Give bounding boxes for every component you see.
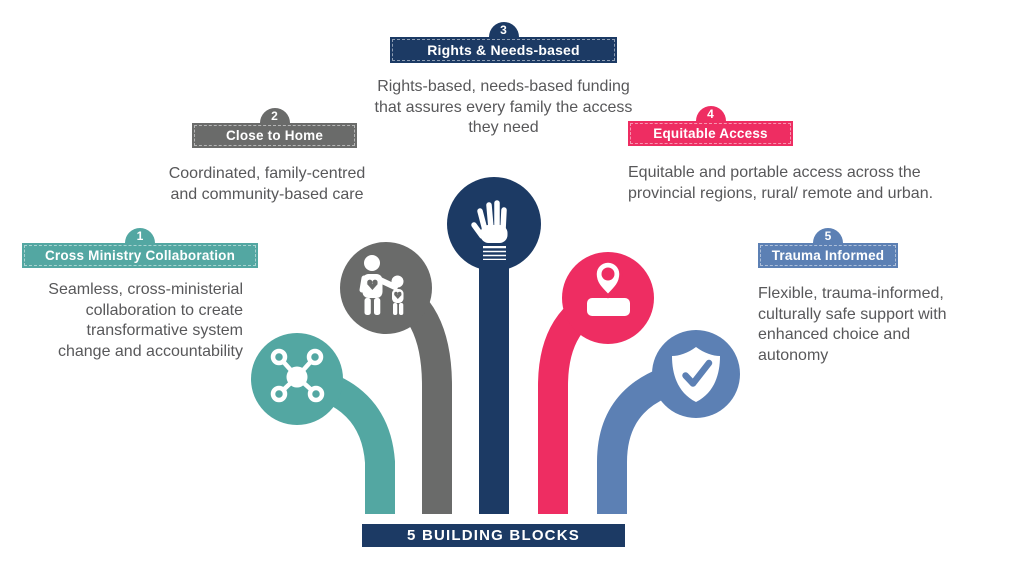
- description-rights-needs: Rights-based, needs-based funding that a…: [374, 78, 633, 136]
- description-equitable-access: Equitable and portable access across the…: [628, 164, 934, 202]
- adult-heart-cutout: [366, 279, 379, 290]
- block-label: Equitable Access: [653, 126, 768, 141]
- description-close-to-home: Coordinated, family-centred and communit…: [168, 165, 366, 203]
- number-bump: 5: [813, 228, 843, 258]
- block-label: Close to Home: [225, 128, 324, 143]
- network-icon: [270, 348, 325, 403]
- block-number: 4: [707, 107, 714, 121]
- family-icon: [359, 255, 404, 315]
- location-pin-icon: [587, 259, 630, 316]
- number-bump: 3: [488, 22, 519, 52]
- number-bump: 1: [125, 228, 155, 258]
- child-heart-cutout: [393, 291, 402, 299]
- number-bump: 2: [259, 108, 290, 138]
- rights-needs-circle: [447, 177, 541, 271]
- block-label: Cross Ministry Collaboration: [44, 248, 236, 263]
- banner-close-to-home: 2 Close to Home: [192, 108, 357, 148]
- block-number: 2: [271, 109, 278, 123]
- banner-cross-ministry: 1 Cross Ministry Collaboration: [22, 228, 258, 268]
- block-label: Rights & Needs-based: [427, 42, 580, 58]
- description-cross-ministry: Seamless, cross-ministerial collaboratio…: [48, 281, 243, 360]
- banner-rights-needs: 3 Rights & Needs-based: [390, 22, 617, 63]
- block-label: Trauma Informed: [771, 248, 885, 263]
- number-bump: 4: [695, 106, 726, 136]
- close-to-home-circle: [340, 242, 432, 334]
- footer-title: 5 BUILDING BLOCKS: [407, 527, 580, 544]
- block-number: 3: [500, 23, 507, 37]
- description-trauma-informed: Flexible, trauma-informed, culturally sa…: [758, 285, 947, 364]
- footer-title-bar: 5 BUILDING BLOCKS: [362, 524, 625, 547]
- raised-hand-icon: [471, 200, 508, 260]
- shield-check-icon: [672, 347, 720, 402]
- banner-equitable-access: 4 Equitable Access: [628, 106, 793, 146]
- banner-trauma-informed: 5 Trauma Informed: [758, 228, 898, 268]
- block-number: 5: [824, 229, 832, 243]
- block-number: 1: [136, 229, 144, 243]
